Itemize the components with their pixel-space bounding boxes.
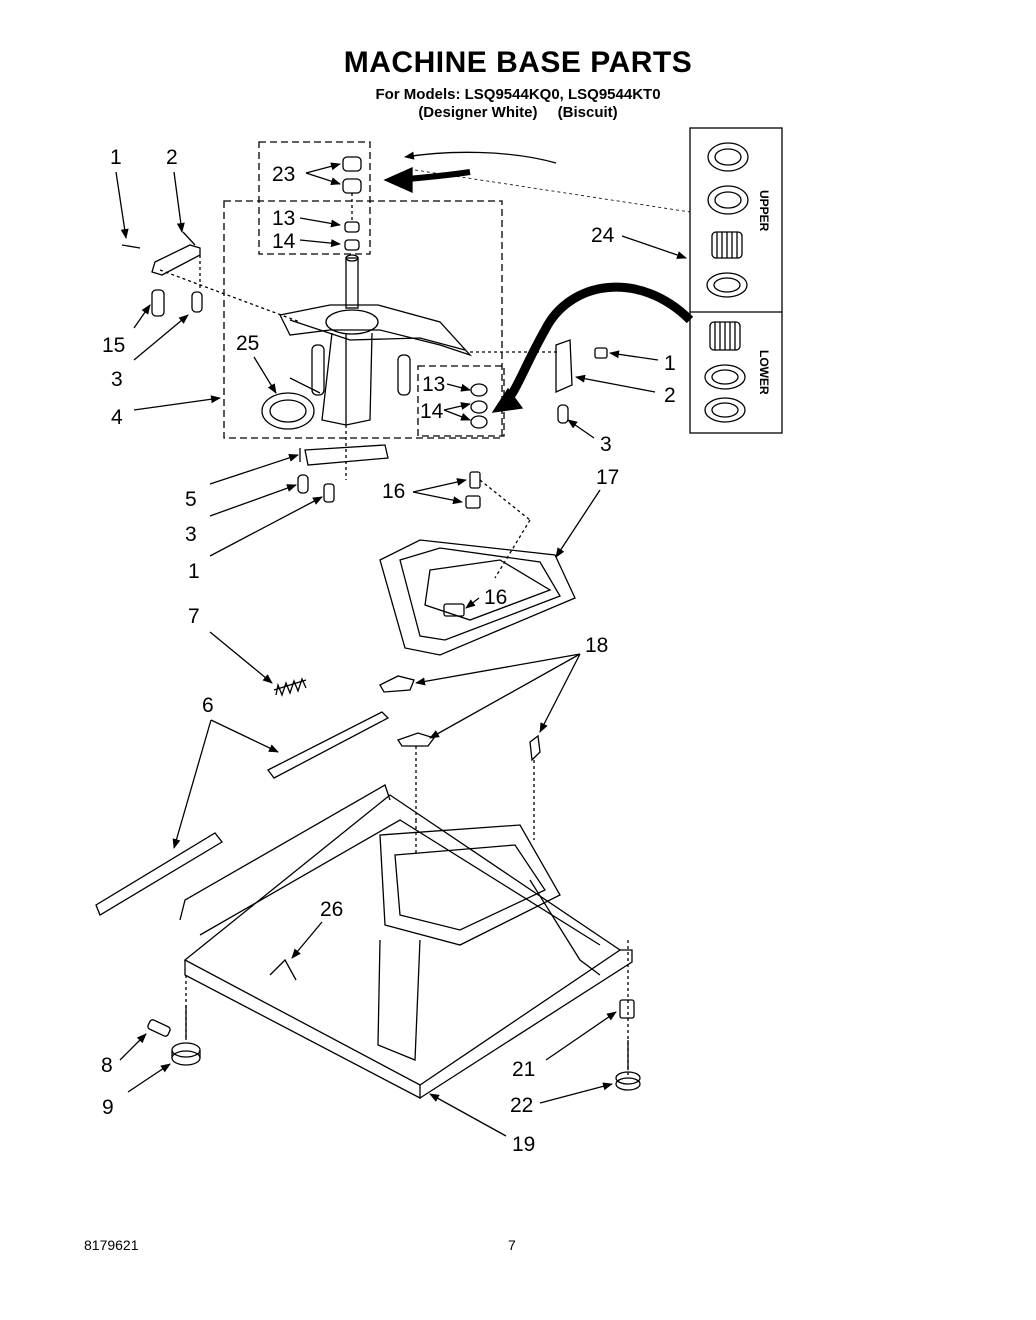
callout-17: 17	[596, 466, 619, 489]
upper-bearings	[706, 142, 749, 298]
callout-2-right: 2	[664, 384, 676, 407]
callout-14-lower: 14	[420, 400, 444, 423]
machine-base-19	[179, 784, 633, 1100]
part-number: 8179621	[84, 1237, 139, 1253]
lower-bearing-arrowhead	[491, 387, 524, 413]
callout-6: 6	[202, 694, 214, 717]
callout-24: 24	[591, 224, 615, 247]
callout-15: 15	[102, 334, 125, 357]
lower-bracket-5	[297, 444, 389, 503]
callout-18: 18	[585, 634, 608, 657]
callout-5: 5	[185, 488, 197, 511]
brackets-6	[95, 711, 390, 916]
bearing-inset-box	[689, 127, 783, 434]
page-title: MACHINE BASE PARTS	[343, 46, 693, 79]
callout-16-lower: 16	[484, 586, 507, 609]
upper-label: UPPER	[757, 190, 771, 232]
callout-labels: 1 2 23 13 14 24 15 3 25 4 1 2 13 14 3 5 …	[101, 146, 676, 1156]
color-line: (Designer White) (Biscuit)	[0, 104, 1036, 121]
models-line: For Models: LSQ9544KQ0, LSQ9544KT0	[375, 86, 661, 103]
callout-25: 25	[236, 332, 259, 355]
callout-3: 3	[111, 368, 123, 391]
callout-9: 9	[102, 1096, 114, 1119]
spring-7	[273, 677, 307, 697]
callout-4: 4	[111, 406, 123, 429]
right-upper-hardware	[470, 339, 608, 424]
callout-22: 22	[510, 1094, 533, 1117]
callout-7: 7	[188, 605, 200, 628]
agitator-shaft-assembly	[279, 254, 473, 480]
callout-3-right: 3	[600, 433, 612, 456]
callout-8: 8	[101, 1054, 113, 1077]
callout-19: 19	[512, 1133, 535, 1156]
callout-16: 16	[382, 480, 405, 503]
left-upper-hardware	[121, 231, 301, 323]
callout-1-lower: 1	[188, 560, 200, 583]
leveling-leg-left	[147, 975, 201, 1066]
callout-1-right: 1	[664, 352, 676, 375]
leader-arrows	[115, 162, 687, 1137]
upper-bearing-arrowhead	[383, 166, 413, 194]
bushing-group-box	[258, 141, 371, 255]
callout-26: 26	[320, 898, 343, 921]
callout-21: 21	[512, 1058, 535, 1081]
leveling-leg-right	[615, 940, 641, 1091]
callout-1: 1	[110, 146, 122, 169]
suspension-frame-17	[379, 471, 576, 656]
agitator-shaft-group-box	[223, 200, 503, 439]
clips-18	[379, 675, 541, 840]
color-biscuit: (Biscuit)	[557, 104, 618, 121]
callout-3-lower: 3	[185, 523, 197, 546]
upper-bushings	[342, 156, 362, 251]
lower-bushings	[470, 383, 488, 429]
page-number: 7	[508, 1237, 516, 1253]
inset-leader	[414, 169, 691, 213]
lower-label: LOWER	[757, 350, 771, 395]
callout-23: 23	[272, 163, 295, 186]
color-designer-white: (Designer White)	[418, 104, 538, 121]
callout-13: 13	[272, 207, 295, 230]
callout-14: 14	[272, 230, 296, 253]
lower-bearing-arrow	[501, 282, 694, 406]
upper-bearing-arrow-thin	[404, 151, 557, 164]
callout-13-lower: 13	[422, 373, 445, 396]
callout-2: 2	[166, 146, 178, 169]
seal-25	[261, 377, 321, 430]
lower-bearings	[704, 321, 746, 423]
